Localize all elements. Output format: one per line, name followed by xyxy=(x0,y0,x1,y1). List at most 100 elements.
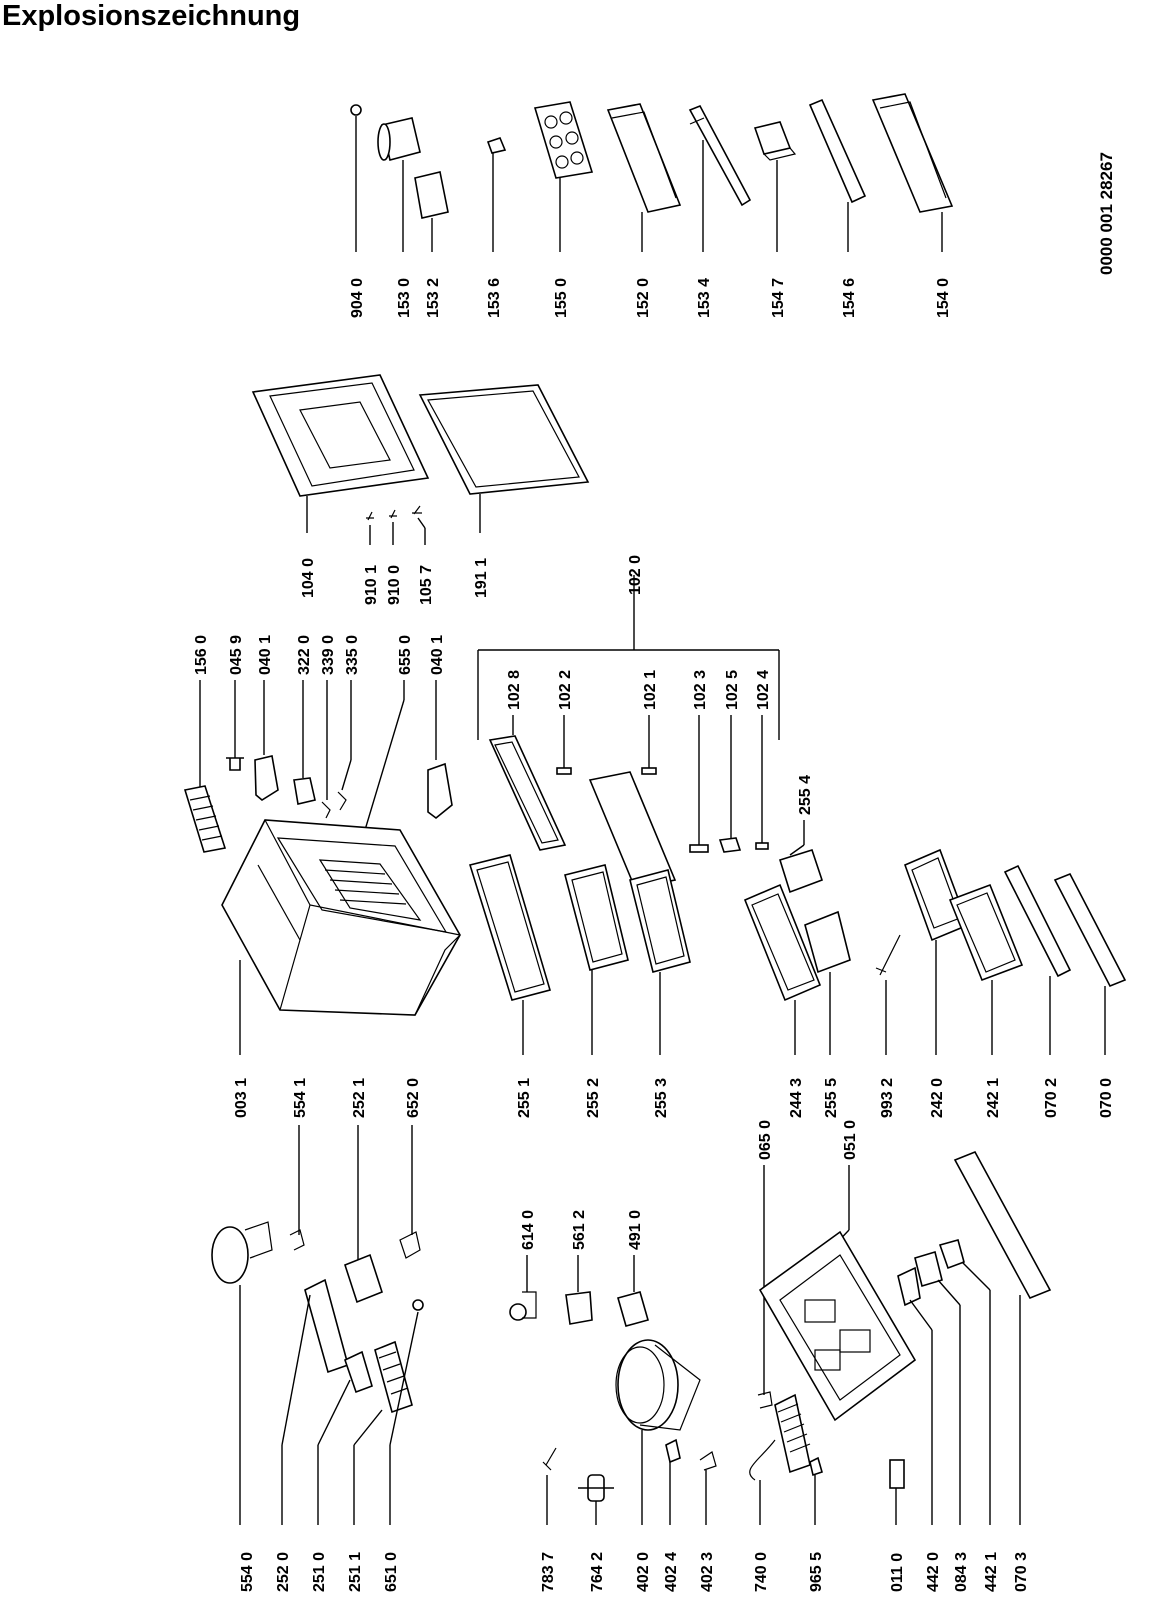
label-242-1: 242 1 xyxy=(985,1078,1002,1118)
part-084-3 xyxy=(914,1250,943,1288)
label-244-3: 244 3 xyxy=(788,1078,805,1118)
part-102-1 xyxy=(641,767,657,775)
label-255-4: 255 4 xyxy=(797,775,814,815)
label-614-0: 614 0 xyxy=(520,1210,537,1250)
part-003-1 xyxy=(221,819,461,1016)
part-011-0 xyxy=(889,1459,905,1489)
label-102-2: 102 2 xyxy=(557,670,574,710)
label-040-1a: 040 1 xyxy=(257,635,274,675)
part-252-0 xyxy=(304,1278,349,1374)
part-651-0 xyxy=(412,1299,424,1311)
label-011-0: 011 0 xyxy=(889,1553,906,1592)
part-255-3 xyxy=(629,869,691,973)
label-335-0: 335 0 xyxy=(344,635,361,675)
label-965-5: 965 5 xyxy=(808,1552,825,1592)
label-554-1: 554 1 xyxy=(292,1078,309,1118)
label-783-7: 783 7 xyxy=(540,1552,557,1592)
part-255-1 xyxy=(468,854,552,1001)
label-152-0: 152 0 xyxy=(635,278,652,318)
part-252-1 xyxy=(344,1253,383,1304)
cabinet-group: 003 1 xyxy=(221,819,461,1118)
control-cluster-group: 554 1 252 1 652 0 xyxy=(289,1078,422,1304)
part-614-0 xyxy=(509,1303,527,1321)
label-904-0: 904 0 xyxy=(349,278,366,318)
label-442-1: 442 1 xyxy=(983,1552,1000,1592)
part-040-1b xyxy=(427,762,453,820)
part-155-0 xyxy=(533,101,594,179)
part-102-2 xyxy=(556,767,572,775)
label-003-1: 003 1 xyxy=(233,1078,250,1118)
part-402-4 xyxy=(665,1438,681,1464)
part-040-1a xyxy=(254,755,279,801)
part-153-4 xyxy=(688,104,752,207)
part-993-2 xyxy=(875,934,901,976)
label-102-3: 102 3 xyxy=(692,670,709,710)
part-102-1-flap xyxy=(588,771,677,889)
part-561-2 xyxy=(565,1291,593,1325)
part-554-0 xyxy=(211,1226,249,1284)
door-group: 104 0 910 1 910 0 105 7 191 1 xyxy=(251,374,590,605)
label-255-2: 255 2 xyxy=(585,1078,602,1118)
label-402-4: 402 4 xyxy=(663,1552,680,1592)
part-965-5 xyxy=(809,1456,823,1477)
label-442-0: 442 0 xyxy=(925,1552,942,1592)
part-070-0 xyxy=(1053,872,1127,988)
part-322-0 xyxy=(293,777,316,805)
drawing-number: 0000 001 28267 xyxy=(1097,152,1116,275)
page-title: Explosionszeichnung xyxy=(2,0,301,32)
part-154-6 xyxy=(808,98,867,204)
door-accessories-group: 904 0 153 0 153 2 153 6 155 0 152 0 153 … xyxy=(349,93,954,318)
label-070-0: 070 0 xyxy=(1098,1078,1115,1118)
label-740-0: 740 0 xyxy=(753,1552,770,1592)
label-191-1: 191 1 xyxy=(473,558,490,598)
electrical-parts-group: 614 0 561 2 491 0 xyxy=(509,1210,649,1327)
label-910-1: 910 1 xyxy=(363,565,380,605)
label-040-1b: 040 1 xyxy=(429,635,446,675)
part-102-8 xyxy=(488,735,567,851)
label-993-2: 993 2 xyxy=(879,1078,896,1118)
label-255-1: 255 1 xyxy=(516,1078,533,1118)
part-153-2 xyxy=(414,171,449,219)
part-102-3 xyxy=(689,844,709,853)
label-102-8: 102 8 xyxy=(506,670,523,710)
label-242-0: 242 0 xyxy=(929,1078,946,1118)
label-154-6: 154 6 xyxy=(841,278,858,318)
part-102-5 xyxy=(718,837,742,853)
label-251-0: 251 0 xyxy=(311,1552,328,1592)
glass-shelves-group: 255 1 255 2 255 3 xyxy=(468,854,691,1118)
part-152-0 xyxy=(606,103,682,213)
label-065-0: 065 0 xyxy=(757,1120,774,1160)
part-402-0 xyxy=(617,1339,679,1431)
part-156-0 xyxy=(183,785,227,853)
part-154-0 xyxy=(871,93,954,213)
label-402-3: 402 3 xyxy=(699,1552,716,1592)
label-764-2: 764 2 xyxy=(589,1552,606,1592)
part-255-2 xyxy=(564,864,629,971)
label-252-0: 252 0 xyxy=(275,1552,292,1592)
label-155-0: 155 0 xyxy=(553,278,570,318)
crisper-group: 255 4 244 3 255 5 993 2 242 0 242 1 070 … xyxy=(743,775,1127,1118)
label-561-2: 561 2 xyxy=(571,1210,588,1250)
label-153-4: 153 4 xyxy=(696,278,713,318)
label-322-0: 322 0 xyxy=(296,635,313,675)
part-442-1 xyxy=(938,1239,965,1270)
label-153-0: 153 0 xyxy=(396,278,413,318)
label-655-0: 655 0 xyxy=(397,635,414,675)
label-402-0: 402 0 xyxy=(635,1552,652,1592)
label-255-5: 255 5 xyxy=(823,1078,840,1118)
label-102-4: 102 4 xyxy=(755,670,772,710)
label-554-0: 554 0 xyxy=(239,1552,256,1592)
label-154-7: 154 7 xyxy=(770,278,787,318)
label-339-0: 339 0 xyxy=(320,635,337,675)
label-104-0: 104 0 xyxy=(300,558,317,598)
part-102-4 xyxy=(755,842,769,850)
part-104-0 xyxy=(251,374,430,497)
part-154-7 xyxy=(753,121,792,155)
label-045-9: 045 9 xyxy=(228,635,245,675)
freezer-compartment-group: 102 0 102 8 102 2 102 1 102 3 102 5 102 … xyxy=(477,555,780,889)
part-051-0 xyxy=(758,1230,917,1422)
cabinet-accessories-group: 156 0 045 9 040 1 322 0 339 0 335 0 655 … xyxy=(183,635,453,859)
part-442-0 xyxy=(897,1266,921,1307)
label-070-3: 070 3 xyxy=(1013,1552,1030,1592)
